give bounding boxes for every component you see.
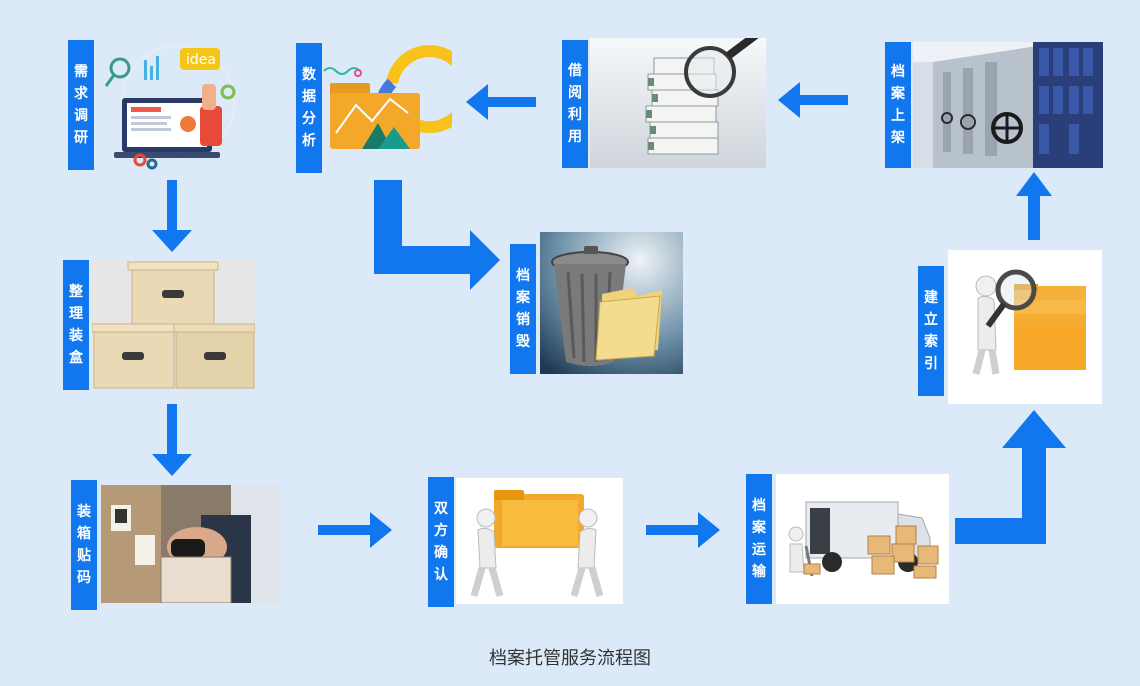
arrow-right-1: [318, 512, 392, 548]
step-label-mutual-confirm: 双方确认: [428, 477, 454, 607]
step-label-build-index: 建立索引: [918, 266, 944, 396]
arrow-left-2: [466, 84, 536, 120]
step-label-shelving: 档案上架: [885, 42, 911, 168]
arrow-up-index: [955, 410, 1066, 544]
barcode-scanner-icon: [101, 485, 279, 603]
requirements-research-icon: idea: [100, 40, 240, 170]
arrow-down-1: [152, 180, 192, 252]
step-label-data-analysis: 数据分析: [296, 43, 322, 173]
arrow-down-right-destroy: [374, 180, 500, 290]
folder-handover-icon: [456, 478, 623, 604]
step-label-destroy: 档案销毁: [510, 244, 536, 374]
storage-boxes-icon: [92, 260, 255, 390]
delivery-van-icon: [776, 474, 949, 604]
arrow-right-2: [646, 512, 720, 548]
trash-can-icon: [540, 232, 683, 374]
document-lookup-icon: [590, 38, 766, 168]
step-label-requirements: 需求调研: [68, 40, 94, 170]
step-label-sort-box: 整理装盒: [63, 260, 89, 390]
arrow-up-shelving: [1016, 172, 1052, 240]
arrow-left-1: [778, 82, 848, 118]
data-analysis-icon: [322, 43, 452, 153]
arrow-down-2: [152, 404, 192, 476]
archive-shelving-icon: [913, 42, 1103, 168]
svg-text:idea: idea: [186, 52, 216, 68]
step-label-pack-label: 装箱贴码: [71, 480, 97, 610]
step-label-borrow-use: 借阅利用: [562, 40, 588, 168]
step-label-transport: 档案运输: [746, 474, 772, 604]
index-folders-icon: [948, 250, 1102, 404]
diagram-caption: 档案托管服务流程图: [489, 648, 651, 669]
